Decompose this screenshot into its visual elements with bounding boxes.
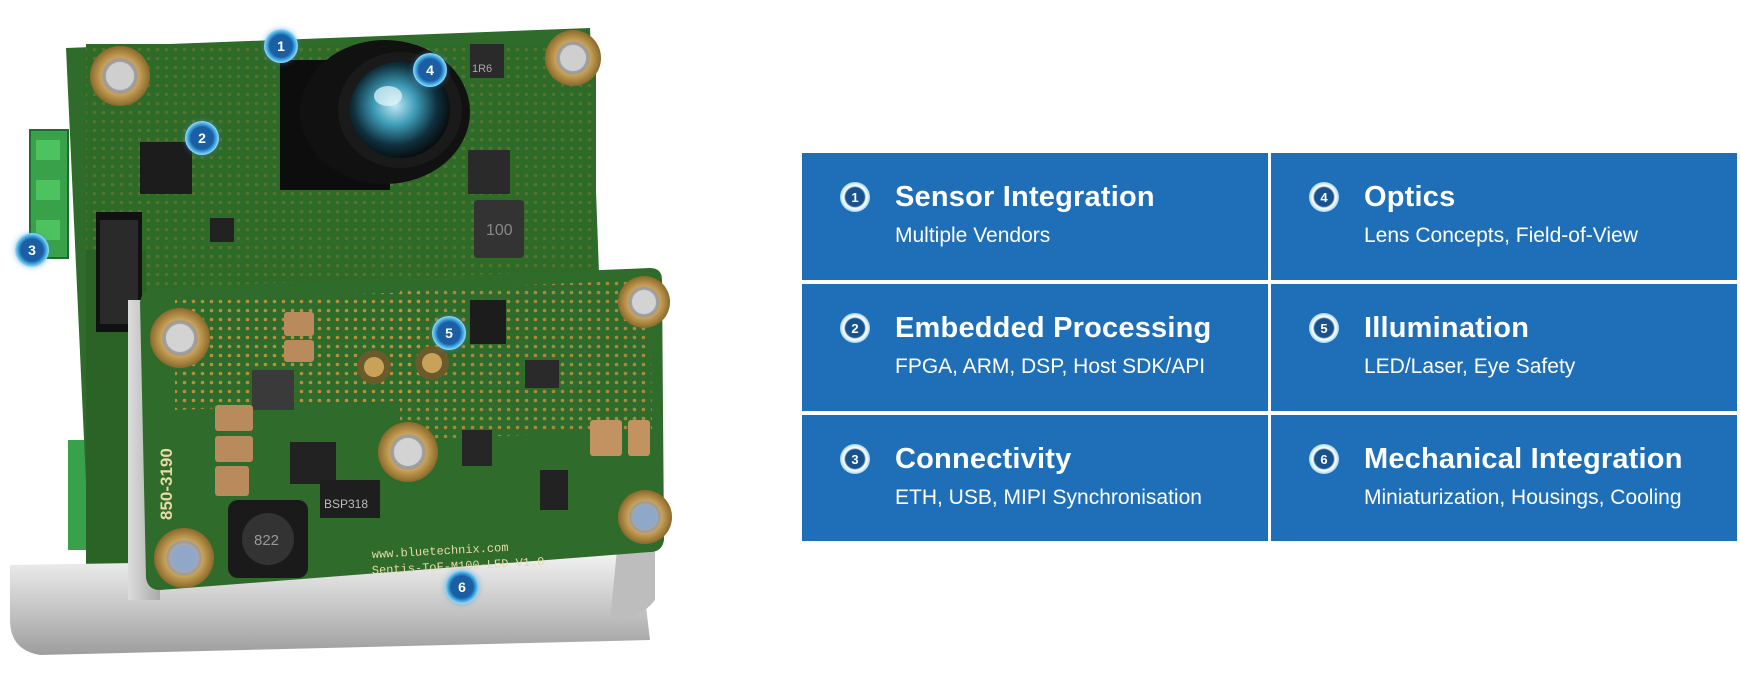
feature-sensor-integration: 1 Sensor Integration Multiple Vendors <box>802 153 1268 280</box>
feature-subtitle: Lens Concepts, Field-of-View <box>1364 224 1638 247</box>
feature-number-badge: 4 <box>1309 182 1339 212</box>
feature-title: Connectivity <box>895 443 1072 475</box>
feature-title: Optics <box>1364 181 1456 213</box>
feature-optics: 4 Optics Lens Concepts, Field-of-View <box>1271 153 1737 280</box>
feature-mechanical-integration: 6 Mechanical Integration Miniaturization… <box>1271 415 1737 541</box>
marker-2: 2 <box>185 121 219 155</box>
feature-title: Mechanical Integration <box>1364 443 1683 475</box>
feature-subtitle: Multiple Vendors <box>895 224 1051 247</box>
feature-number-badge: 1 <box>840 182 870 212</box>
marker-4: 4 <box>413 53 447 87</box>
feature-number-badge: 3 <box>840 444 870 474</box>
feature-subtitle: Miniaturization, Housings, Cooling <box>1364 486 1682 509</box>
marker-1: 1 <box>264 29 298 63</box>
marker-3: 3 <box>15 233 49 267</box>
feature-embedded-processing: 2 Embedded Processing FPGA, ARM, DSP, Ho… <box>802 284 1268 411</box>
svg-text:822: 822 <box>254 532 279 549</box>
marker-6: 6 <box>445 570 479 604</box>
inductor-label: 100 <box>486 222 513 239</box>
feature-number-badge: 6 <box>1309 444 1339 474</box>
part-number: 850-3190 <box>157 448 176 520</box>
feature-title: Illumination <box>1364 312 1530 344</box>
feature-subtitle: FPGA, ARM, DSP, Host SDK/API <box>895 355 1206 378</box>
marker-5: 5 <box>432 316 466 350</box>
feature-number-badge: 2 <box>840 313 870 343</box>
svg-text:1R6: 1R6 <box>472 63 492 75</box>
svg-text:BSP318: BSP318 <box>324 497 368 511</box>
feature-title: Embedded Processing <box>895 312 1212 344</box>
feature-number-badge: 5 <box>1309 313 1339 343</box>
feature-title: Sensor Integration <box>895 181 1155 213</box>
feature-illumination: 5 Illumination LED/Laser, Eye Safety <box>1271 284 1737 411</box>
camera-module-illustration: 100 1R6 BSP318 <box>10 28 672 655</box>
feature-grid: 1 Sensor Integration Multiple Vendors 4 … <box>802 153 1737 541</box>
feature-subtitle: ETH, USB, MIPI Synchronisation <box>895 486 1202 509</box>
feature-subtitle: LED/Laser, Eye Safety <box>1364 355 1576 378</box>
product-image: 100 1R6 BSP318 <box>0 0 690 700</box>
feature-connectivity: 3 Connectivity ETH, USB, MIPI Synchronis… <box>802 415 1268 541</box>
